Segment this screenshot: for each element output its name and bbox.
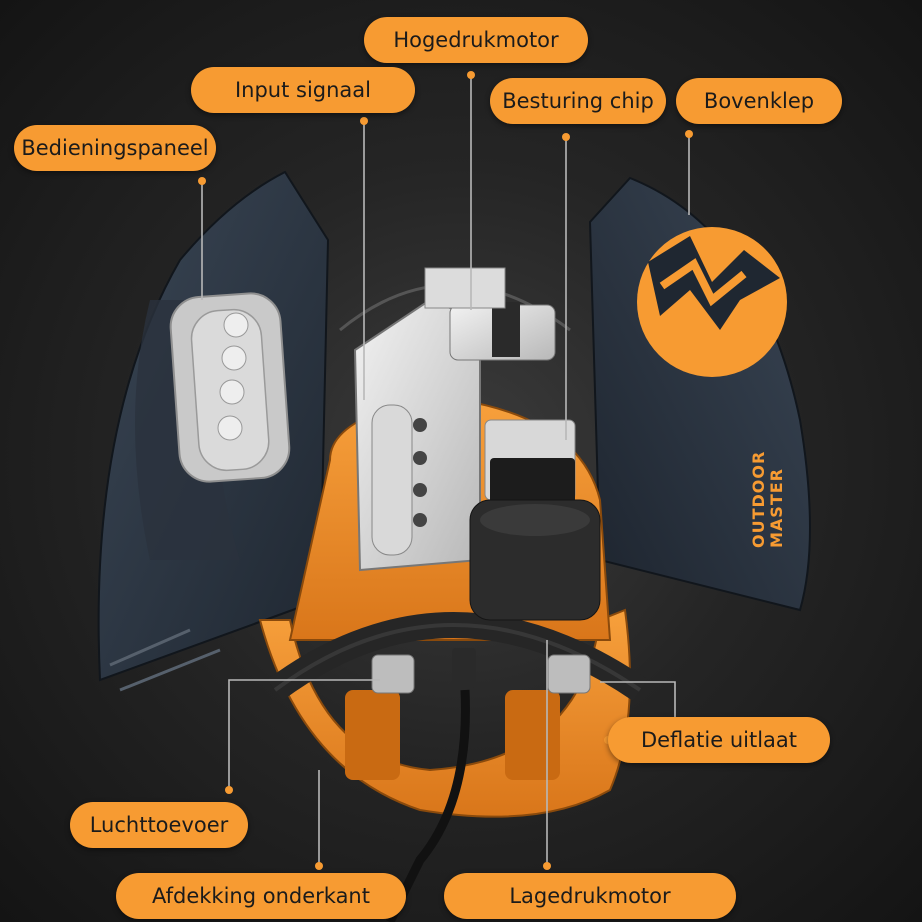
brand-line-1: OUTDOOR	[749, 451, 768, 548]
left-shell	[97, 170, 330, 692]
callout-lines	[201, 75, 690, 866]
label-bovenklep: Bovenklep	[676, 78, 842, 124]
label-input-signaal: Input signaal	[191, 67, 415, 113]
low-pressure-motor	[469, 419, 601, 621]
right-shell: OUTDOOR MASTER	[588, 176, 811, 612]
label-afdekking-onderkant: Afdekking onderkant	[116, 873, 406, 919]
label-bedieningspaneel: Bedieningspaneel	[14, 125, 216, 171]
label-hogedrukmotor: Hogedrukmotor	[364, 17, 588, 63]
high-pressure-motor	[424, 267, 556, 361]
control-block	[353, 298, 481, 572]
fittings	[371, 648, 591, 694]
label-luchttoevoer: Luchttoevoer	[70, 802, 248, 848]
label-deflatie-uitlaat: Deflatie uitlaat	[608, 717, 830, 763]
label-lagedrukmotor: Lagedrukmotor	[444, 873, 736, 919]
label-besturing-chip: Besturing chip	[490, 78, 666, 124]
brand-line-2: MASTER	[767, 468, 786, 548]
